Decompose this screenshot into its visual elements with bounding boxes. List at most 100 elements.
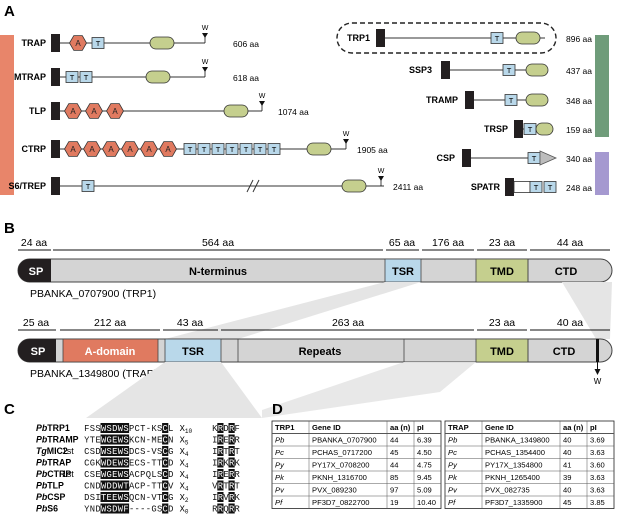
trap-table-cell-5-1: PF3D7_1335900	[485, 498, 542, 507]
alignment-row-trap-res-6: W	[118, 459, 124, 469]
trap-table-cell-5-0: Pf	[448, 498, 456, 507]
trp1-domain-ctd: CTD	[555, 266, 578, 278]
alignment-row-ctrp-tail-0: I	[212, 470, 217, 480]
alignment-row-ctrp-tail-2: E	[223, 470, 228, 480]
protein-name-ctrp: CTRP	[22, 144, 47, 154]
alignment-row-s6-hl-6	[117, 503, 124, 514]
tramp-signal-peptide	[465, 91, 474, 109]
alignment-row-s6-hl-7	[122, 503, 130, 514]
alignment-row-tramp-tail-1: R	[218, 436, 224, 446]
trp1-table-cell-5-3: 10.40	[417, 498, 436, 507]
alignment-row-tramp-res-1: T	[90, 436, 95, 446]
alignment-row-trap-label: PbTRAP	[36, 458, 71, 468]
alignment-row-s6-res-0: Y	[84, 505, 90, 515]
alignment-row-tramp-tail-0: I	[212, 436, 217, 446]
alignment-row-csp-res-1: S	[90, 493, 95, 503]
alignment-row-csp-res-12: V	[151, 493, 157, 503]
protein-name-trsp: TRSP	[484, 124, 508, 134]
alignment-row-s6-tail-3: R	[229, 505, 235, 515]
alignment-row-trap-tail-hl-3	[228, 457, 235, 468]
alignment-row-s6-res-5: D	[112, 505, 117, 515]
trap-table-cell-5-3: 3.85	[590, 498, 605, 507]
panel-label-c: C	[4, 401, 15, 418]
trp1-size-nterm: 564 aa	[202, 237, 234, 249]
tlp-a-domain: A	[106, 103, 124, 119]
trap-size-ctd: 40 aa	[557, 317, 583, 329]
ctrp-tsr-domain: T	[239, 143, 253, 155]
tlp-a-label: A	[91, 107, 97, 116]
trap-w-arrow	[202, 33, 208, 38]
alignment-row-csp-hl-14	[162, 492, 169, 502]
trap-signal-peptide	[51, 34, 60, 52]
alignment-row-ctrp-hl-6	[117, 469, 124, 479]
alignment-row-tramp-res-10: N	[140, 436, 145, 446]
alignment-row-mic2-tail-hl-3	[228, 446, 235, 456]
alignment-row-trap-hl-14	[162, 457, 169, 468]
trap-table-cell-4-3: 3.63	[590, 486, 605, 495]
trap-table-cell-2-2: 41	[563, 461, 571, 470]
alignment-row-mic2-res-11: -	[146, 447, 151, 457]
mtrap-t-label: T	[70, 73, 75, 82]
alignment-row-trap-res-2: K	[95, 459, 101, 469]
alignment-row-csp-res-4: E	[107, 493, 112, 503]
alignment-row-mic2-hl-14	[162, 446, 169, 456]
alignment-row-tramp-res-12: M	[151, 436, 156, 446]
mtrap-tmd-domain	[145, 70, 171, 84]
alignment-row-csp-tail-hl-3	[228, 492, 235, 502]
protein-length-tramp: 348 aa	[566, 96, 592, 106]
alignment-row-mic2-hl-3	[100, 446, 107, 456]
protein-name-tlp: TLP	[29, 106, 46, 116]
trap-size-adomain: 212 aa	[94, 317, 126, 329]
ctrp-a-label: A	[165, 145, 171, 154]
alignment-row-tlp-hl-5	[111, 480, 118, 491]
ctrp-tsr-domain: T	[183, 143, 197, 155]
alignment-wedge-c-to-d	[262, 362, 476, 418]
alignment-row-ctrp-tail-hl-1	[217, 469, 224, 479]
trp1-table-cell-3-0: Pk	[275, 473, 285, 482]
alignment-row-tlp-res-3: W	[101, 482, 107, 492]
alignment-row-tramp-hl-6	[117, 434, 124, 445]
alignment-row-tlp-hl-3	[100, 480, 107, 491]
alignment-row-s6-res-10: -	[140, 505, 145, 515]
alignment-row-trp1-res-12: K	[151, 424, 157, 434]
trp1-table-cell-4-0: Pv	[275, 486, 285, 495]
alignment-row-csp-tail-1: R	[218, 493, 224, 503]
trp1-size-gap: 176 aa	[432, 237, 464, 249]
alignment-row-trp1-res-8: P	[129, 424, 134, 434]
alignment-row-trap-res-3: W	[101, 459, 107, 469]
trap-table-cell-2-1: PY17X_1354800	[485, 461, 542, 470]
alignment-row-tramp-hl-4	[106, 434, 113, 445]
alignment-row-s6-hl-5	[111, 503, 118, 514]
trp1-table-cell-0-2: 44	[390, 436, 398, 445]
alignment-row-mic2-gap: X4	[180, 447, 189, 458]
alignment-row-trap-hl-5	[111, 457, 118, 468]
alignment-row-tramp-res-3: W	[101, 436, 107, 446]
alignment-row-trap-tail-hl-1	[217, 457, 224, 468]
protein-name-csp: CSP	[436, 153, 455, 163]
protein-name-trp1: TRP1	[347, 33, 370, 43]
spatr-empty-domain	[513, 181, 531, 193]
alignment-row-trp1-tail-3: R	[229, 424, 235, 434]
alignment-row-trp1-tail-1: R	[218, 424, 224, 434]
trap-table-header-2: aa (n)	[563, 423, 584, 432]
alignment-row-s6-res-15: D	[168, 505, 173, 515]
alignment-row-s6-res-8: -	[129, 505, 134, 515]
trp1-tmd-domain	[515, 31, 541, 45]
alignment-row-mic2-hl-4	[106, 446, 113, 456]
alignment-row-tlp-res-2: D	[95, 482, 100, 492]
trp1-table-cell-2-2: 44	[390, 461, 398, 470]
alignment-row-ctrp-res-10: P	[140, 470, 145, 480]
trp1-domain-nterm: N-terminus	[189, 266, 247, 278]
s6-trep-w-label: W	[378, 168, 385, 175]
alignment-row-ctrp-hl-7	[122, 469, 130, 479]
alignment-row-mic2-res-0: C	[84, 447, 89, 457]
alignment-row-tramp-hl-7	[122, 434, 130, 445]
alignment-row-trap-tail-0: I	[212, 459, 217, 469]
alignment-row-trap-res-12: T	[151, 459, 156, 469]
protein-name-mtrap: MTRAP	[14, 72, 46, 82]
alignment-row-mic2-res-6: W	[118, 447, 124, 457]
ctrp-t-label: T	[230, 145, 235, 154]
alignment-row-mic2-tail-3: R	[229, 447, 235, 457]
